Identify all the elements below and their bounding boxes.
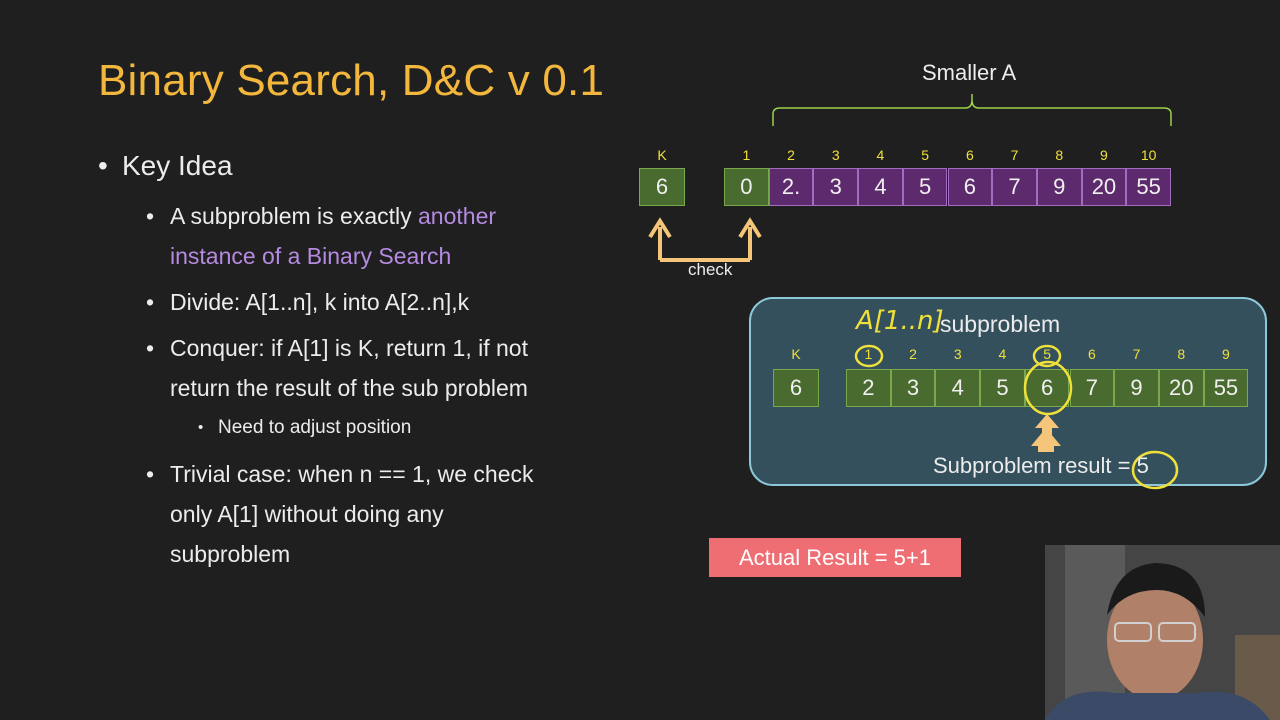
bullet-divide: Divide: A[1..n], k into A[2..n],k [146, 282, 550, 322]
top-index-label: 4 [876, 147, 885, 163]
top-index-label: 10 [1140, 147, 1157, 163]
actual-result-box: Actual Result = 5+1 [709, 538, 961, 577]
smaller-a-brace [772, 94, 1172, 126]
sub-index-label: 3 [953, 346, 962, 362]
sub-array-cell: 7 [1069, 369, 1115, 407]
bullet-subproblem-accent: another instance of a Binary Search [170, 203, 497, 269]
top-array-cell: 0 [724, 168, 769, 206]
subproblem-result-value: 5 [1136, 453, 1149, 478]
top-array-cell: 2. [768, 168, 814, 206]
webcam-overlay [1045, 545, 1280, 720]
top-array-cell: 7 [992, 168, 1037, 206]
top-index-label: 7 [1010, 147, 1019, 163]
sub-k-cell: 6 [773, 369, 819, 407]
bullet-adjust-position: Need to adjust position [194, 414, 578, 442]
check-arrow [648, 217, 762, 262]
sub-k-label: K [791, 346, 801, 362]
top-index-label: 9 [1100, 147, 1108, 163]
sub-index-label: 7 [1132, 346, 1141, 362]
slide-title: Binary Search, D&C v 0.1 [98, 56, 605, 105]
top-array-cell: 4 [858, 168, 903, 206]
top-index-label: 2 [787, 147, 795, 163]
subproblem-result-label: Subproblem result = [933, 453, 1137, 478]
sub-index-label: 4 [998, 346, 1007, 362]
sub-array-cell: 55 [1203, 369, 1249, 407]
bullet-subproblem: A subproblem is exactly another instance… [146, 196, 550, 276]
presenter-video-image [1045, 545, 1280, 720]
top-array-cell: 5 [902, 168, 948, 206]
bullet-subproblem-text: A subproblem is exactly [170, 203, 419, 229]
top-array-cell: 3 [813, 168, 859, 206]
handwritten-a-range: A[1..n] [856, 306, 944, 336]
bullet-trivial-case: Trivial case: when n == 1, we check only… [146, 454, 550, 574]
check-label: check [688, 260, 733, 279]
sub-index-label: 2 [909, 346, 917, 362]
sub-array-cell: 2 [846, 369, 891, 407]
sub-array-cell: 3 [890, 369, 936, 407]
top-index-label: 1 [742, 147, 751, 163]
top-array-cell: 6 [947, 168, 993, 206]
bullet-conquer: Conquer: if A[1] is K, return 1, if not … [146, 328, 550, 408]
sub-index-label: 6 [1087, 346, 1096, 362]
top-k-cell: 6 [639, 168, 685, 206]
bullet-list: Key Idea A subproblem is exactly another… [98, 150, 578, 580]
bullet-key-idea: Key Idea [98, 150, 578, 182]
smaller-a-label: Smaller A [922, 60, 1017, 85]
top-array-cell: 20 [1081, 168, 1127, 206]
sub-array-cell: 5 [980, 369, 1025, 407]
top-index-label: 6 [965, 147, 974, 163]
sub-array-cell: 20 [1158, 369, 1204, 407]
sub-index-label: 1 [864, 346, 873, 362]
sub-index-label: 5 [1043, 346, 1052, 362]
sub-index-label: 9 [1222, 346, 1230, 362]
subproblem-result: Subproblem result = 5 [933, 453, 1149, 479]
top-array-cell: 55 [1126, 168, 1171, 206]
top-array-cell: 9 [1036, 168, 1082, 206]
sub-array-cell: 9 [1114, 369, 1159, 407]
top-index-label: 5 [921, 147, 930, 163]
up-arrow-icon [1035, 414, 1059, 446]
sub-array-cell: 4 [935, 369, 981, 407]
top-index-label: 8 [1055, 147, 1064, 163]
subproblem-title: subproblem [940, 311, 1061, 337]
top-k-label: K [657, 147, 667, 163]
handwritten-annotations [854, 344, 1179, 490]
sub-index-label: 8 [1177, 346, 1186, 362]
top-index-label: 3 [831, 147, 840, 163]
